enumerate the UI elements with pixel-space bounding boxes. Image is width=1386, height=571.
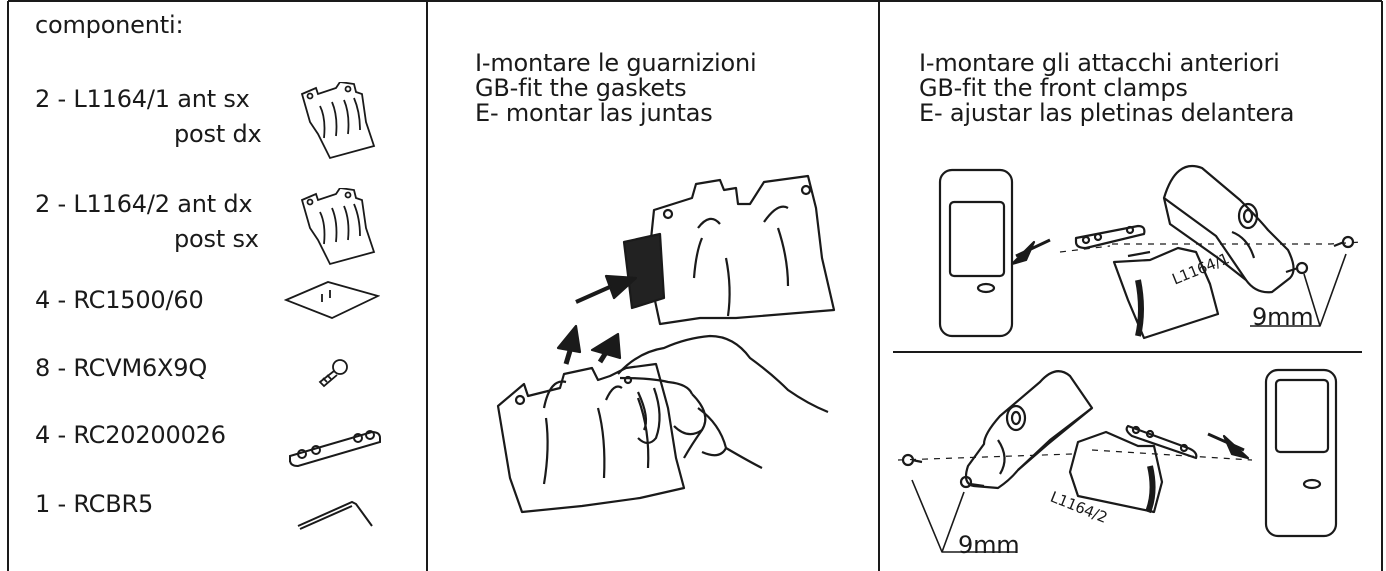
component-1-code: 2 - L1164/1 ant sx [35, 85, 250, 113]
component-5-code: 4 - RC20200026 [35, 421, 226, 449]
step1-line-it: I-montare le guarnizioni [475, 49, 757, 77]
step2-line-gb: GB-fit the front clamps [919, 74, 1188, 102]
bottom-screw-length: 9mm [958, 531, 1020, 559]
components-title: componenti: [35, 11, 184, 39]
component-6-code: 1 - RCBR5 [35, 490, 154, 518]
step1-line-es: E- montar las juntas [475, 99, 713, 127]
gasket-plate-icon [296, 188, 382, 266]
component-2-code: 2 - L1164/2 ant dx [35, 190, 253, 218]
component-4-code: 8 - RCVM6X9Q [35, 354, 208, 382]
screw-icon [314, 358, 350, 388]
component-3-code: 4 - RC1500/60 [35, 286, 204, 314]
component-2-position: post sx [174, 225, 259, 253]
front-clamp-assembly-top [900, 160, 1370, 345]
allen-key-icon [296, 492, 376, 530]
front-clamp-assembly-bottom [892, 362, 1362, 562]
step2-line-it: I-montare gli attacchi anteriori [919, 49, 1280, 77]
step1-line-gb: GB-fit the gaskets [475, 74, 687, 102]
metal-plate-icon [286, 426, 384, 470]
component-1-position: post dx [174, 120, 262, 148]
gasket-fitting-illustration [488, 168, 848, 518]
rubber-pad-icon [284, 280, 380, 320]
top-screw-length: 9mm [1252, 303, 1314, 331]
gasket-plate-icon [296, 82, 382, 160]
step2-line-es: E- ajustar las pletinas delantera [919, 99, 1295, 127]
